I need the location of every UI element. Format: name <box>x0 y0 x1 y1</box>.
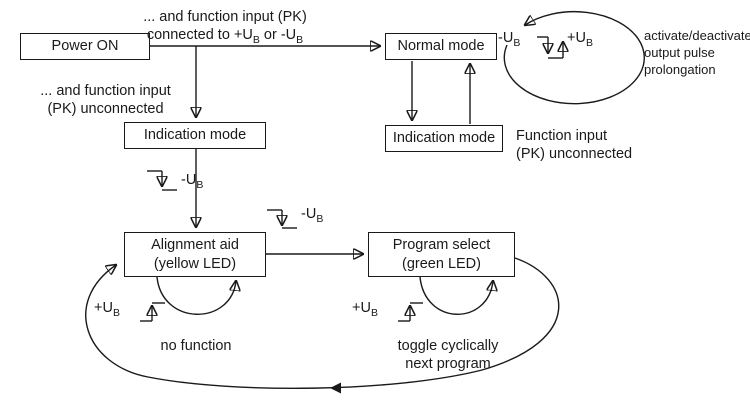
ub-subscript: B <box>196 178 204 191</box>
note-connected-line2-part2: or -U <box>259 27 297 44</box>
note-function-input-unconnected-left: ... and function input (PK) unconnected <box>18 82 193 118</box>
state-indication-mode-right-label: Indication mode <box>392 130 496 147</box>
edge-rising-right <box>398 302 423 322</box>
plus-u-text: +U <box>352 300 371 316</box>
note-unconnected-left-line1: ... and function input <box>40 83 171 99</box>
arc-program-to-alignment <box>85 257 560 389</box>
state-indication-mode-right: Indication mode <box>385 125 503 152</box>
loop-output-prolongation <box>503 10 645 105</box>
waveform-pulse <box>537 36 563 59</box>
state-power-on: Power ON <box>20 33 150 60</box>
note-no-function: no function <box>136 337 256 355</box>
edge-rising-left <box>140 302 165 322</box>
loop-toggle-program <box>419 276 493 315</box>
note-toggle-line2: next program <box>405 356 491 373</box>
state-indication-mode-left-label: Indication mode <box>143 127 247 144</box>
state-program-select-line1: Program select <box>392 236 491 253</box>
label-minus-ub-edge-1: -UB <box>181 172 204 191</box>
state-power-on-label: Power ON <box>51 38 119 55</box>
note-function-input-connected: ... and function input (PK) connected to… <box>100 8 350 47</box>
note-prolongation-line2: output pulse <box>644 45 715 61</box>
label-plus-ub-edge-right: +UB <box>352 300 378 319</box>
plus-u-text: +U <box>94 300 113 316</box>
note-unconnected-right-line1: Function input <box>516 128 608 144</box>
ub-subscript: B <box>316 212 324 225</box>
minus-u-text: -U <box>498 30 514 46</box>
note-no-function-label: no function <box>160 338 232 354</box>
ub-subscript: B <box>112 306 120 319</box>
note-prolongation-line3: prolongation <box>644 62 716 78</box>
label-minus-ub-edge-2: -UB <box>301 206 324 225</box>
note-connected-line1: ... and function input (PK) <box>143 9 307 25</box>
edge-falling-2 <box>267 209 297 229</box>
note-function-input-unconnected-right: Function input (PK) unconnected <box>516 127 666 163</box>
state-alignment-aid-line2: (yellow LED) <box>153 255 237 272</box>
minus-u-text: -U <box>301 206 317 222</box>
note-prolongation-line1: activate/deactivate <box>644 28 750 43</box>
state-indication-mode-left: Indication mode <box>124 122 266 149</box>
label-plus-ub-pulse: +UB <box>567 30 593 49</box>
label-plus-ub-edge-left: +UB <box>94 300 120 319</box>
state-normal-mode: Normal mode <box>385 33 497 60</box>
note-toggle-line1: toggle cyclically <box>397 338 499 354</box>
note-toggle-cyclically: toggle cyclically next program <box>383 337 513 373</box>
note-unconnected-right-line2: (PK) unconnected <box>516 146 633 163</box>
state-alignment-aid-line1: Alignment aid <box>151 236 239 253</box>
state-program-select-line2: (green LED) <box>402 255 481 272</box>
plus-u-text: +U <box>567 30 586 46</box>
arrowhead-bottom-direction <box>330 382 341 394</box>
state-program-select: Program select (green LED) <box>368 232 515 277</box>
ub-subscript: B <box>370 306 378 319</box>
note-unconnected-left-line2: (PK) unconnected <box>47 101 164 118</box>
label-minus-ub-pulse: -UB <box>498 30 521 49</box>
note-connected-line2: connected to +UB or -UB <box>100 26 350 47</box>
state-normal-mode-label: Normal mode <box>397 38 485 55</box>
loop-no-function <box>156 276 236 315</box>
note-output-pulse-prolongation: activate/deactivate output pulse prolong… <box>644 27 750 78</box>
note-connected-line2-part1: connected to +U <box>146 27 253 44</box>
ub-subscript: B <box>513 36 521 49</box>
ub-subscript: B <box>252 34 260 47</box>
ub-subscript: B <box>296 34 304 47</box>
edge-falling-1 <box>147 170 177 191</box>
minus-u-text: -U <box>181 172 197 188</box>
ub-subscript: B <box>585 36 593 49</box>
state-alignment-aid: Alignment aid (yellow LED) <box>124 232 266 277</box>
